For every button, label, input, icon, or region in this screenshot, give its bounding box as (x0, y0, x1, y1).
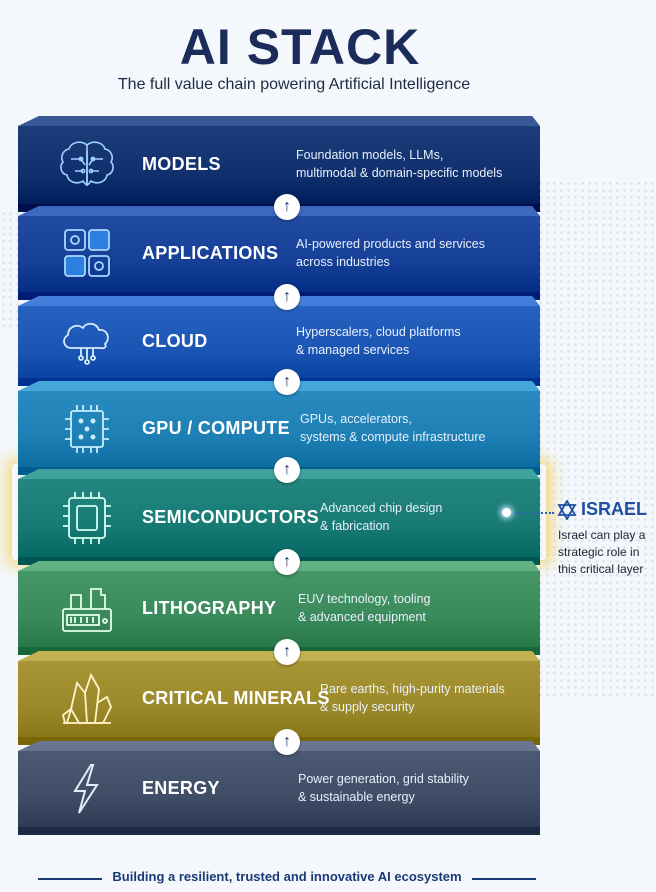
layer-description: Rare earths, high-purity materials & supp… (320, 680, 505, 716)
layer-description-line: & fabrication (320, 519, 390, 533)
layer-description-line: & supply security (320, 700, 415, 714)
layer-description-line: GPUs, accelerators, (300, 412, 412, 426)
layer-description-line: across industries (296, 255, 390, 269)
footer-rule-left (38, 878, 102, 880)
israel-note-line: Israel can play a (558, 528, 646, 542)
up-arrow-icon: ↑ (274, 639, 300, 665)
footer-rule-right (472, 878, 536, 880)
layer-description: AI-powered products and services across i… (296, 235, 485, 271)
layer-front-face (18, 216, 540, 292)
layer-description-line: & sustainable energy (298, 790, 415, 804)
layer-description-line: Hyperscalers, cloud platforms (296, 325, 461, 339)
gpu-chip-icon (52, 398, 122, 460)
up-arrow-icon: ↑ (274, 729, 300, 755)
callout-connector (506, 512, 554, 514)
layer-name: CLOUD (142, 331, 208, 351)
layer-top-face (18, 116, 540, 126)
up-arrow-icon: ↑ (274, 369, 300, 395)
layer-name: APPLICATIONS (142, 243, 279, 263)
israel-note-line: strategic role in (558, 545, 640, 559)
footer-tagline: Building a resilient, trusted and innova… (112, 869, 462, 884)
layer-description-line: Advanced chip design (320, 501, 443, 515)
layer-front-face (18, 126, 540, 204)
layer-name: MODELS (142, 154, 221, 174)
lithography-machine-icon (52, 578, 122, 640)
layer-name: LITHOGRAPHY (142, 598, 277, 618)
israel-note-line: this critical layer (558, 562, 644, 576)
callout-dot (502, 508, 511, 517)
up-arrow-icon: ↑ (274, 284, 300, 310)
layer-description: Advanced chip design & fabrication (320, 499, 442, 535)
layer-description-line: EUV technology, tooling (298, 592, 431, 606)
semiconductor-chip-icon (52, 487, 122, 549)
lightning-icon (52, 758, 122, 820)
layer-bottom-edge (18, 827, 540, 835)
up-arrow-icon: ↑ (274, 549, 300, 575)
layer-description: GPUs, accelerators, systems & compute inf… (300, 410, 485, 446)
up-arrow-icon: ↑ (274, 457, 300, 483)
layer-description: Hyperscalers, cloud platforms & managed s… (296, 323, 461, 359)
layer-description-line: multimodal & domain-specific models (296, 166, 503, 180)
up-arrow-icon: ↑ (274, 194, 300, 220)
page-subtitle: The full value chain powering Artificial… (117, 76, 471, 93)
layer-front-face (18, 306, 540, 378)
israel-callout: ISRAEL (557, 499, 647, 520)
crystal-icon (52, 668, 122, 730)
layer-name: GPU / COMPUTE (142, 418, 290, 438)
layer-name: ENERGY (142, 778, 220, 798)
stack-layer-models: MODELS Foundation models, LLMs, multimodal… (18, 116, 540, 212)
layer-name: SEMICONDUCTORS (142, 507, 319, 527)
app-grid-icon (52, 223, 122, 285)
israel-callout-label: ISRAEL (581, 499, 648, 519)
layer-description-line: Foundation models, LLMs, (296, 148, 444, 162)
layer-description-line: systems & compute infrastructure (300, 430, 486, 444)
layer-front-face (18, 751, 540, 827)
brain-icon (52, 134, 122, 196)
stack-layer-energy: ENERGY Power generation, grid stability & … (18, 741, 540, 835)
layer-description: EUV technology, tooling & advanced equipm… (298, 590, 431, 626)
page-title: AI STACK (179, 19, 421, 75)
layer-description: Power generation, grid stability & sustai… (298, 770, 469, 806)
israel-callout-note: Israel can play a strategic role in this… (558, 527, 645, 578)
layer-name: CRITICAL MINERALS (142, 688, 330, 708)
layer-description-line: Power generation, grid stability (298, 772, 469, 786)
layer-description-line: & advanced equipment (298, 610, 426, 624)
layer-description-line: AI-powered products and services (296, 237, 485, 251)
layer-description-line: Rare earths, high-purity materials (320, 682, 505, 696)
layer-description-line: & managed services (296, 343, 410, 357)
layer-description: Foundation models, LLMs, multimodal & dom… (296, 146, 502, 182)
cloud-icon (52, 311, 122, 373)
star-of-david-icon (557, 499, 577, 520)
